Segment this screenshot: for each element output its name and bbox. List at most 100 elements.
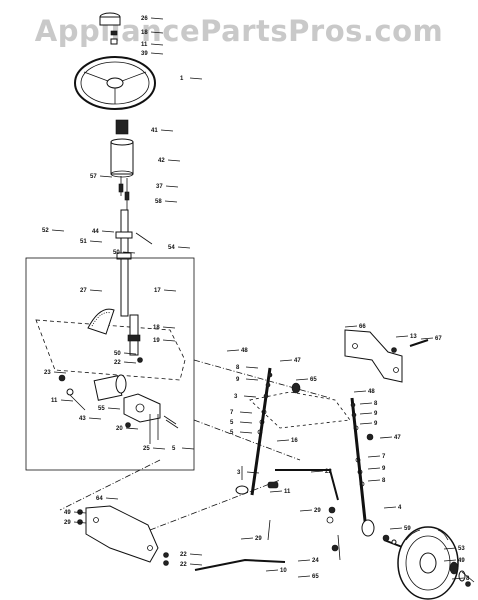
callout: 18 — [153, 325, 160, 331]
bolt — [409, 339, 429, 347]
leader-line — [189, 563, 203, 566]
callout: 51 — [80, 239, 87, 245]
callout: 52 — [42, 228, 49, 234]
callout: 50 — [113, 250, 120, 256]
callout: 5 — [230, 430, 234, 436]
callout: 26 — [141, 16, 148, 22]
sector-gear — [87, 308, 115, 335]
leader-line — [189, 553, 203, 556]
steering-gear-subassembly — [25, 257, 195, 471]
callout: 66 — [359, 324, 366, 330]
callout: 17 — [154, 288, 161, 294]
callout: 67 — [435, 336, 442, 342]
callout: 24 — [312, 558, 319, 564]
callout: 9 — [374, 421, 378, 427]
nut — [110, 30, 118, 36]
callout: 5 — [230, 420, 234, 426]
leader-line — [245, 366, 259, 369]
leader-line — [105, 497, 119, 500]
leader-line — [53, 371, 67, 374]
leader-line — [359, 412, 373, 415]
leader-line — [123, 361, 137, 364]
leader-line — [163, 289, 177, 292]
leader-line — [389, 527, 403, 530]
leader-line — [150, 31, 164, 34]
callout: 48 — [241, 348, 248, 354]
steering-bracket — [123, 393, 161, 423]
leader-line — [89, 289, 103, 292]
callout: 16 — [291, 438, 298, 444]
leader-line — [310, 470, 324, 473]
callout: 65 — [310, 377, 317, 383]
leader-line — [359, 402, 373, 405]
callout: 3 — [234, 394, 238, 400]
leader-line — [164, 200, 178, 203]
pin — [135, 232, 153, 245]
leader-line — [383, 506, 397, 509]
callout: 22 — [180, 562, 187, 568]
callout: 7 — [382, 454, 386, 460]
leader-line — [181, 447, 195, 450]
leader-line — [269, 490, 283, 493]
leader-line — [379, 436, 393, 439]
subassembly-frame — [25, 257, 195, 471]
leader-line — [51, 229, 65, 232]
callout: 4 — [398, 505, 402, 511]
leader-line — [359, 422, 373, 425]
callout: 42 — [158, 158, 165, 164]
leader-line — [189, 77, 203, 80]
leader-line — [279, 359, 293, 362]
callout: 10 — [280, 568, 287, 574]
callout: 64 — [96, 496, 103, 502]
leader-line — [297, 559, 311, 562]
callout: 54 — [168, 245, 175, 251]
leader-line — [88, 417, 102, 420]
axle-assembly — [194, 367, 375, 571]
leader-line — [299, 509, 313, 512]
callout: 47 — [394, 435, 401, 441]
lower-left-bracket — [77, 505, 169, 566]
steering-shaft — [120, 209, 129, 317]
leader-line — [60, 399, 74, 402]
callout: 7 — [230, 410, 234, 416]
callout: 8 — [236, 365, 240, 371]
leader-line — [239, 411, 253, 414]
leader-line — [226, 349, 240, 352]
leader-line — [243, 395, 257, 398]
leader-line — [107, 407, 121, 410]
callout: 41 — [151, 128, 158, 134]
leader-line — [152, 447, 166, 450]
leader-line — [443, 559, 457, 562]
callout: 22 — [114, 360, 121, 366]
callout: 39 — [141, 51, 148, 57]
callout: 55 — [98, 406, 105, 412]
callout: 44 — [92, 229, 99, 235]
callout: 9 — [236, 377, 240, 383]
leader-line — [73, 511, 87, 514]
steering-wheel — [74, 56, 156, 110]
leader-line — [162, 326, 176, 329]
leader-line — [150, 52, 164, 55]
front-wheel — [382, 526, 475, 600]
callout: 13 — [410, 334, 417, 340]
callout: 8 — [382, 478, 386, 484]
callout: 9 — [374, 411, 378, 417]
leader-line — [367, 455, 381, 458]
leader-line — [99, 175, 113, 178]
leader-line — [73, 521, 87, 524]
callout: 49 — [64, 510, 71, 516]
callout: 8 — [466, 576, 470, 582]
callout: 50 — [114, 351, 121, 357]
callout: 29 — [314, 508, 321, 514]
callout: 65 — [312, 574, 319, 580]
callout: 57 — [90, 174, 97, 180]
callout: 48 — [368, 389, 375, 395]
steering-adapter — [115, 119, 129, 135]
callout: 37 — [156, 184, 163, 190]
steering-column — [74, 12, 156, 317]
leader-lines — [51, 17, 465, 580]
leader-line — [240, 537, 254, 540]
callout: 53 — [458, 546, 465, 552]
callout: 49 — [458, 558, 465, 564]
callout: 23 — [44, 370, 51, 376]
